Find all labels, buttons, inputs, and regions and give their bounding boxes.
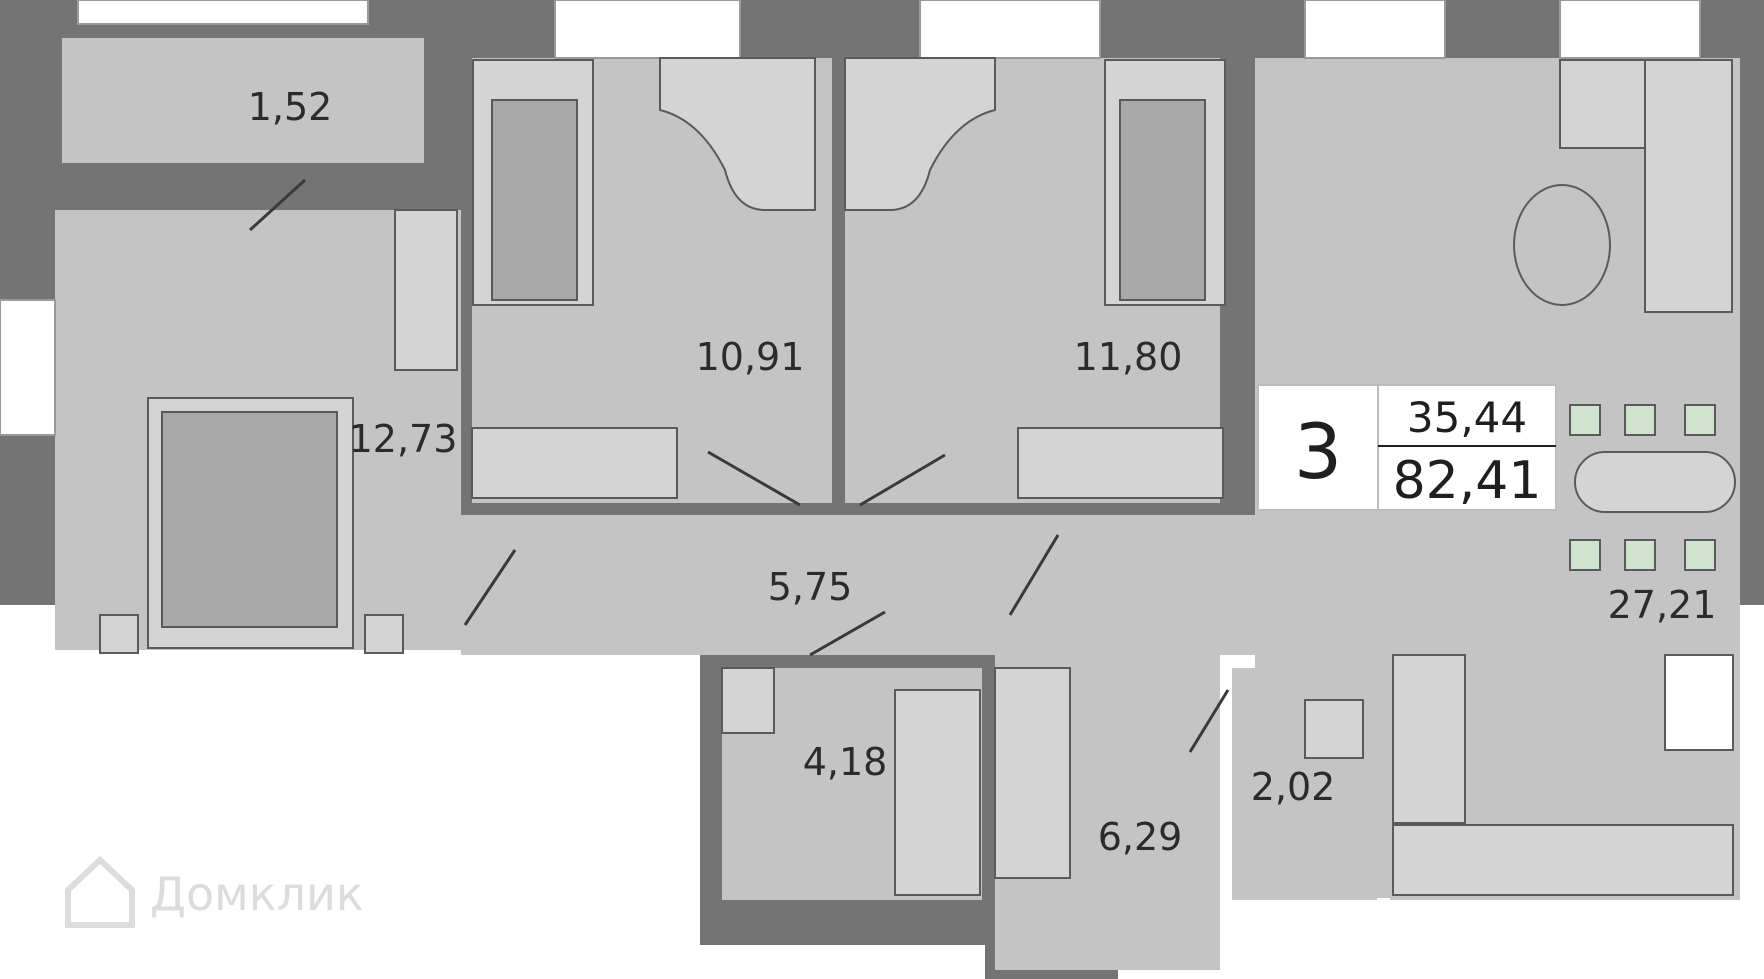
nightstand	[99, 614, 139, 654]
house-logo-icon	[65, 855, 135, 928]
doors	[248, 178, 1230, 753]
total-area: 82,41	[1393, 451, 1542, 511]
area-corridor: 6,29	[1098, 815, 1183, 859]
living-area: 35,44	[1407, 393, 1527, 442]
watermark-text: Домклик	[150, 867, 364, 921]
area-labels: 1,52 12,73 10,91 11,80 5,75 4,18 6,29 2,…	[248, 85, 1717, 859]
kitchen-counter	[1392, 824, 1734, 896]
wardrobe	[471, 427, 678, 499]
sink	[1304, 699, 1364, 759]
watermark: Домклик	[65, 855, 364, 928]
kitchen-counter	[1392, 654, 1466, 824]
furniture	[99, 57, 1736, 896]
wardrobe	[994, 667, 1071, 879]
desk	[844, 57, 996, 211]
summary-box: 3 35,44 82,41	[1257, 384, 1557, 511]
dining-table	[1574, 451, 1736, 513]
bathtub	[894, 689, 981, 896]
nightstand	[364, 614, 404, 654]
sofa	[1644, 59, 1733, 313]
wardrobe	[1017, 427, 1224, 499]
wardrobe	[394, 209, 458, 371]
area-bathroom: 4,18	[803, 740, 888, 784]
chairs	[1569, 404, 1716, 571]
desk	[659, 57, 816, 211]
area-bedroom-right: 11,80	[1074, 335, 1183, 379]
area-bedroom-left: 12,73	[349, 417, 458, 461]
area-kitchen-living: 27,21	[1608, 583, 1717, 627]
sink	[721, 667, 775, 734]
area-bedroom-mid: 10,91	[696, 335, 805, 379]
area-wc: 2,02	[1251, 765, 1336, 809]
coffee-table	[1513, 184, 1611, 306]
area-balcony: 1,52	[248, 85, 333, 129]
fridge	[1664, 654, 1734, 751]
area-hall: 5,75	[768, 565, 853, 609]
windows	[0, 0, 1701, 436]
rooms-count: 3	[1294, 407, 1342, 496]
